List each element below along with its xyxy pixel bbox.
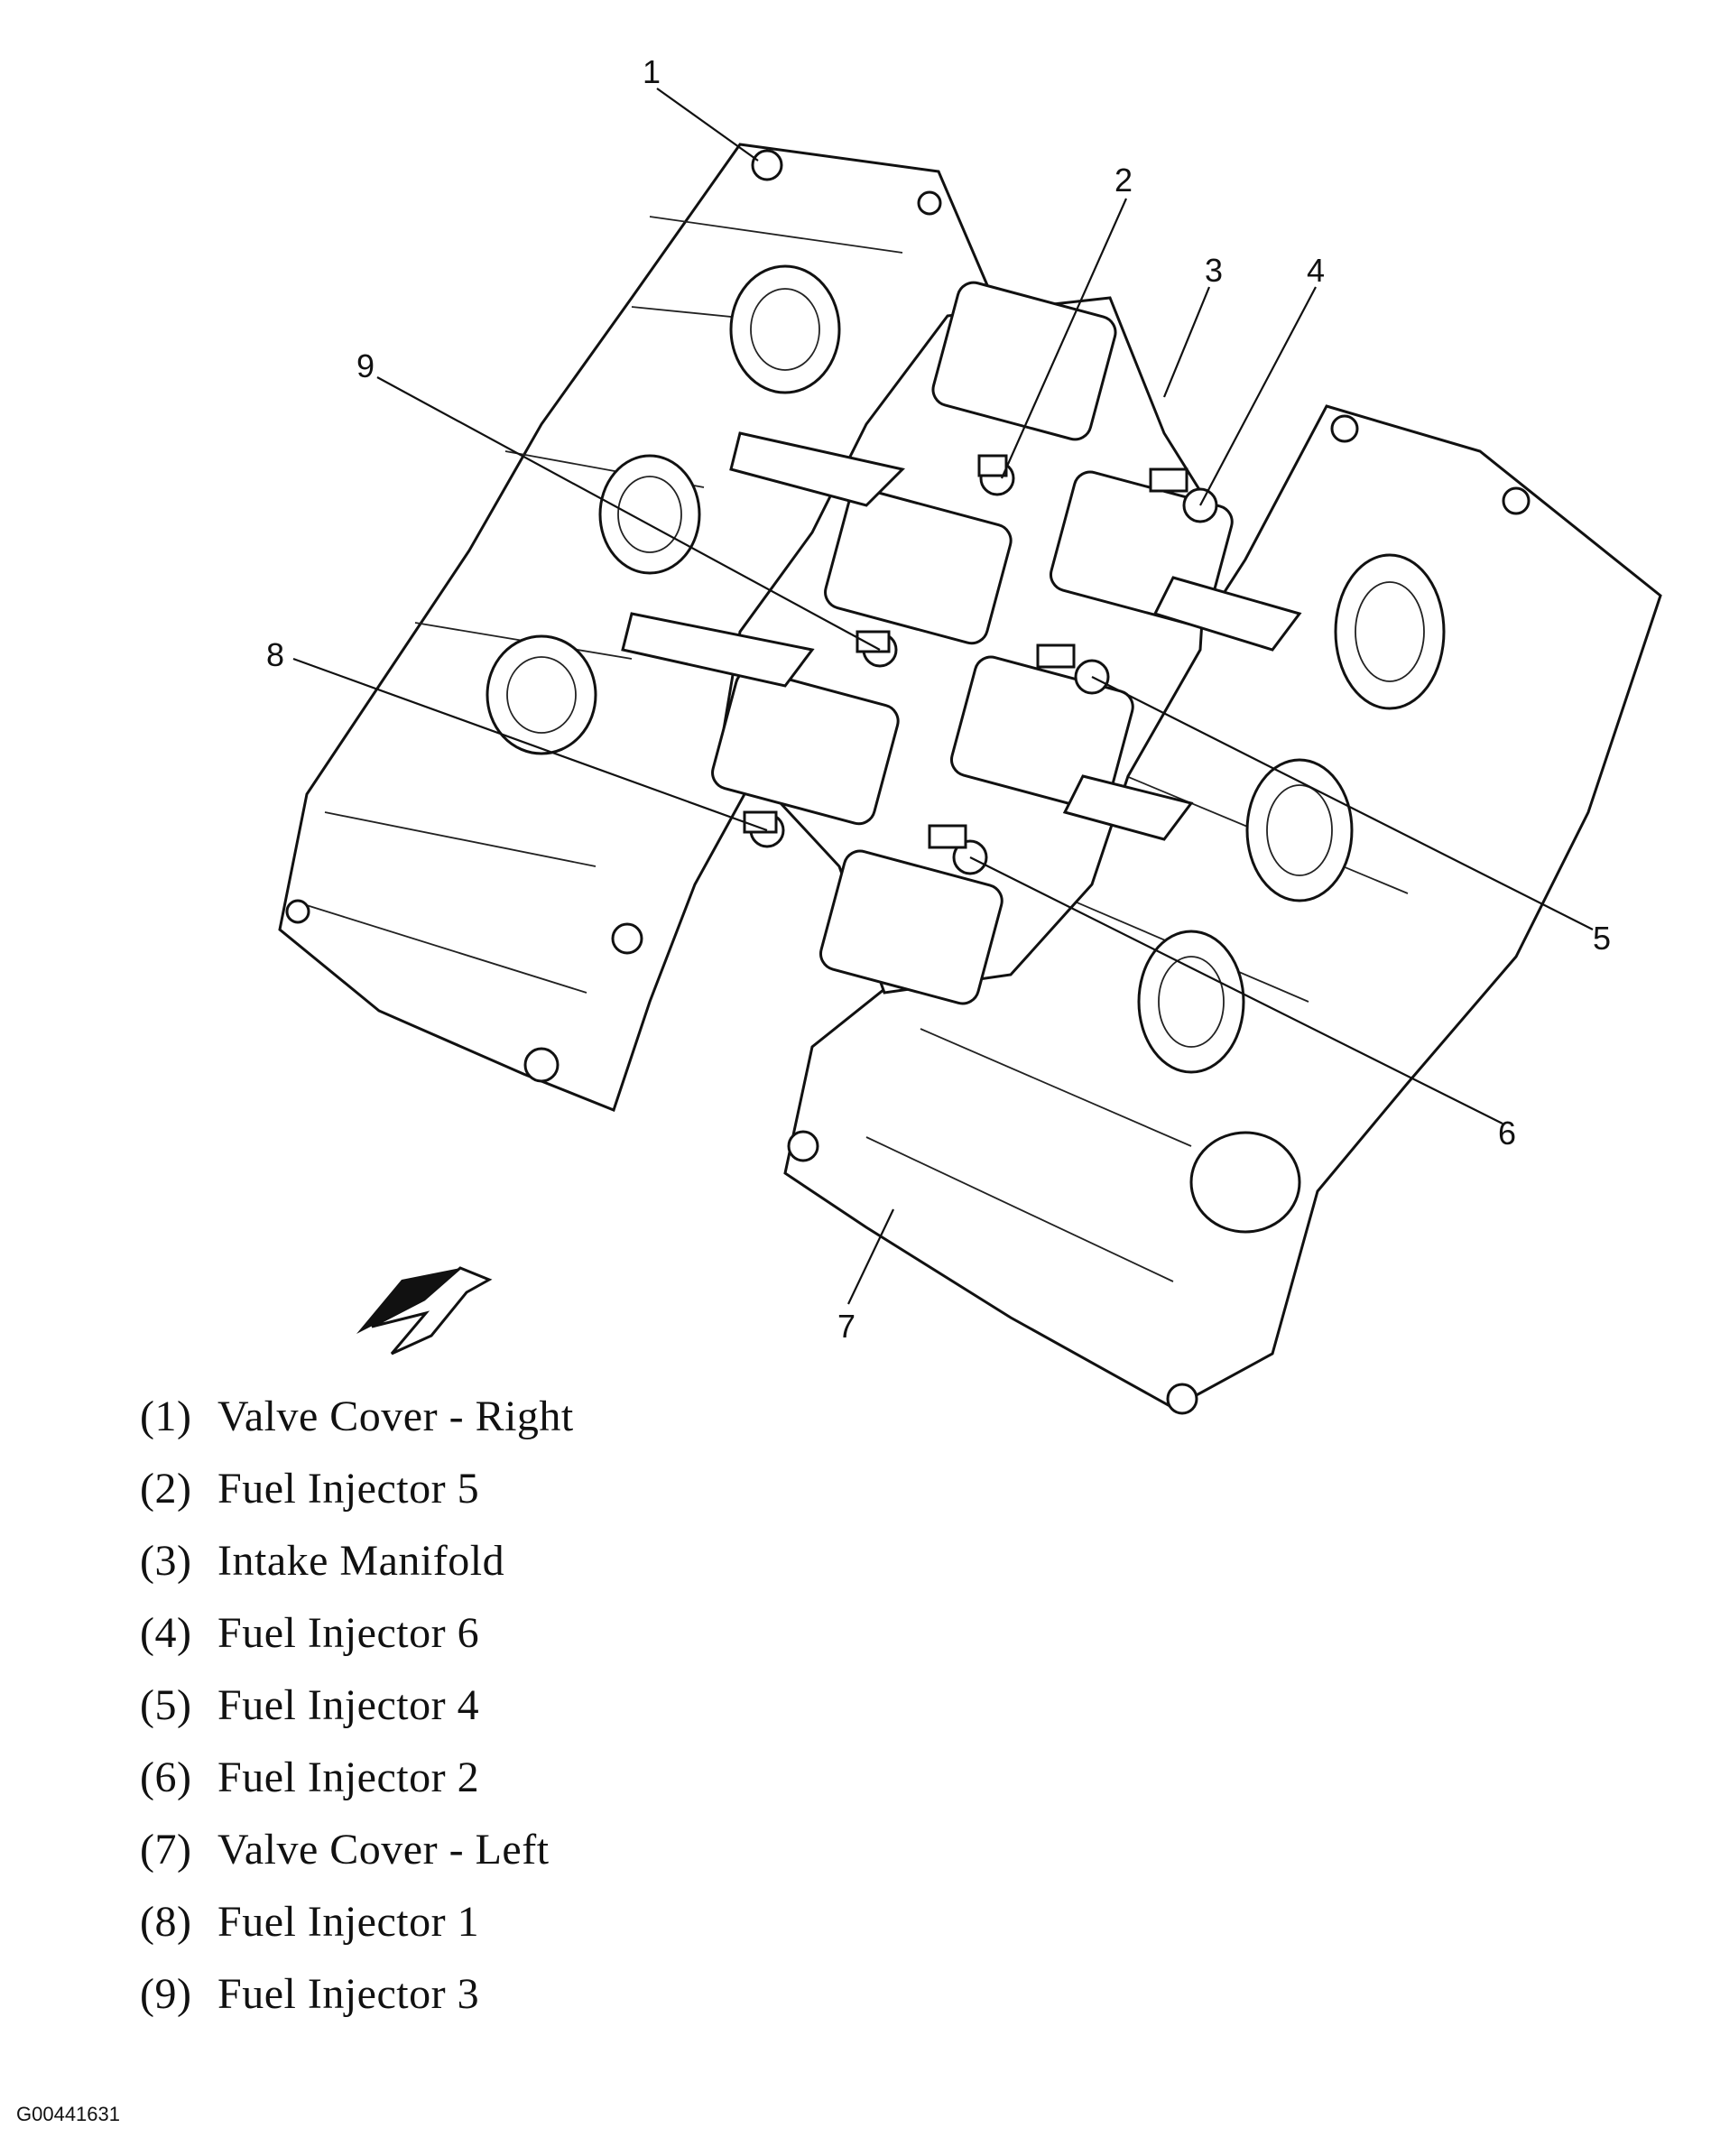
fuel-injector-3 [856,630,898,668]
figure-id: G00441631 [16,2103,120,2125]
legend-item: (3)Intake Manifold [140,1537,505,1585]
legend-item: (8)Fuel Injector 1 [140,1898,480,1946]
callout-1: 1 [643,53,661,90]
legend-item: (7)Valve Cover - Left [140,1826,550,1874]
callout-9: 9 [356,347,375,384]
callout-6: 6 [1498,1115,1516,1152]
legend-item: (2)Fuel Injector 5 [140,1465,480,1513]
parts-legend: (1)Valve Cover - Right (2)Fuel Injector … [140,1381,574,2031]
engine-diagram: 1 2 3 4 5 6 7 8 9 [266,53,1662,1415]
legend-item: (1)Valve Cover - Right [140,1393,574,1440]
callout-4: 4 [1307,252,1325,289]
callout-7: 7 [837,1308,856,1345]
legend-item: (9)Fuel Injector 3 [140,1970,480,2018]
legend-item: (4)Fuel Injector 6 [140,1609,480,1657]
front-direction-arrow-icon [356,1266,493,1356]
callout-3: 3 [1205,252,1223,289]
valve-cover-left [783,404,1662,1415]
leader-lines [292,88,1594,1305]
callout-5: 5 [1593,920,1611,957]
callout-2: 2 [1114,162,1133,199]
legend-item: (5)Fuel Injector 4 [140,1681,480,1729]
callout-8: 8 [266,636,284,673]
legend-item: (6)Fuel Injector 2 [140,1753,480,1801]
fuel-injector-4 [1036,643,1110,695]
